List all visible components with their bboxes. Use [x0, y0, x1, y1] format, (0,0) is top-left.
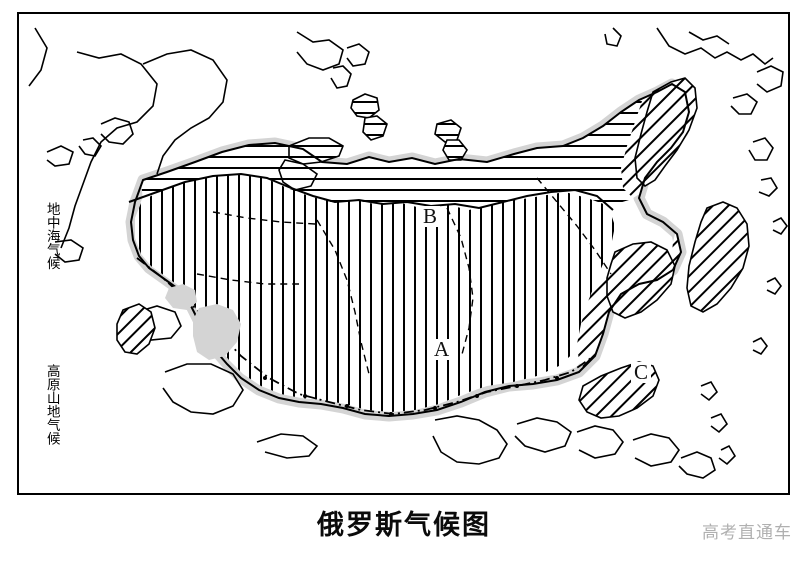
- internal-line-1: [316, 219, 370, 375]
- internal-line-3: [536, 177, 612, 275]
- map-frame: A B C 地中海气候 高原山地气候: [17, 12, 790, 495]
- russia-climate-map: [19, 14, 788, 493]
- internal-line-4: [212, 211, 316, 225]
- far-east-diagonal-patches: [578, 77, 750, 419]
- south-border-dots: [263, 376, 559, 416]
- russia-outline: [129, 82, 691, 418]
- map-title: 俄罗斯气候图: [317, 510, 491, 540]
- internal-line-2: [446, 207, 474, 359]
- national-boundary-south: [136, 257, 592, 415]
- zone-label-a: A: [431, 339, 453, 360]
- neighbour-coastlines: [28, 27, 788, 479]
- zone-label-b: B: [420, 206, 441, 227]
- label-plateau-mountain-climate: 高原山地气候: [44, 364, 60, 445]
- internal-line-5: [196, 273, 299, 285]
- label-mediterranean-climate: 地中海气候: [44, 202, 60, 270]
- caucasus-diagonal-patch: [116, 303, 156, 355]
- inland-seas: [165, 284, 241, 360]
- watermark: 高考直通车: [702, 523, 792, 542]
- zone-boundary-a-b: [128, 172, 614, 211]
- zone-label-c: C: [631, 362, 652, 383]
